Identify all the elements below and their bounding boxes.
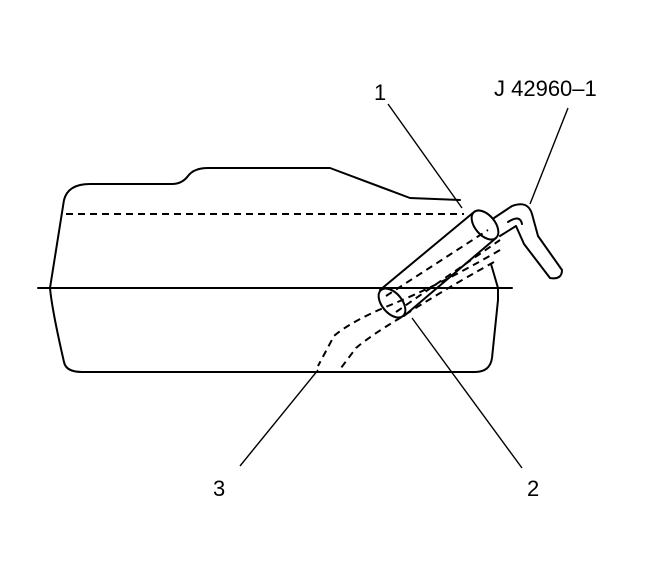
callout-tool: J 42960–1 (494, 76, 597, 101)
leader-line-tool (529, 107, 569, 205)
hidden-hose-upper (317, 249, 501, 367)
fuel-tank (37, 167, 513, 373)
leader-line-3 (239, 369, 319, 467)
tool-j42960-1 (493, 203, 563, 280)
tank-upper-outline (49, 167, 461, 289)
leader-line-2 (411, 317, 523, 469)
fill-pipe-bottom-end (377, 287, 407, 319)
tank-lower-outline (49, 287, 499, 373)
tool-hook-outer (493, 203, 563, 280)
callout-1: 1 (374, 80, 386, 105)
hidden-hose-lower (337, 261, 495, 373)
leader-line-1 (387, 103, 463, 209)
fill-pipe-hidden-inner (385, 229, 501, 313)
leader-lines (239, 103, 569, 469)
fill-pipe-body (379, 211, 497, 317)
fill-pipe-assembly (377, 209, 501, 319)
tool-hook-inner (507, 217, 523, 225)
hidden-hose (317, 249, 501, 373)
tank-right-wall (490, 263, 499, 289)
callout-3: 3 (213, 476, 225, 501)
fill-pipe-top-end (470, 209, 500, 241)
callout-2: 2 (527, 476, 539, 501)
